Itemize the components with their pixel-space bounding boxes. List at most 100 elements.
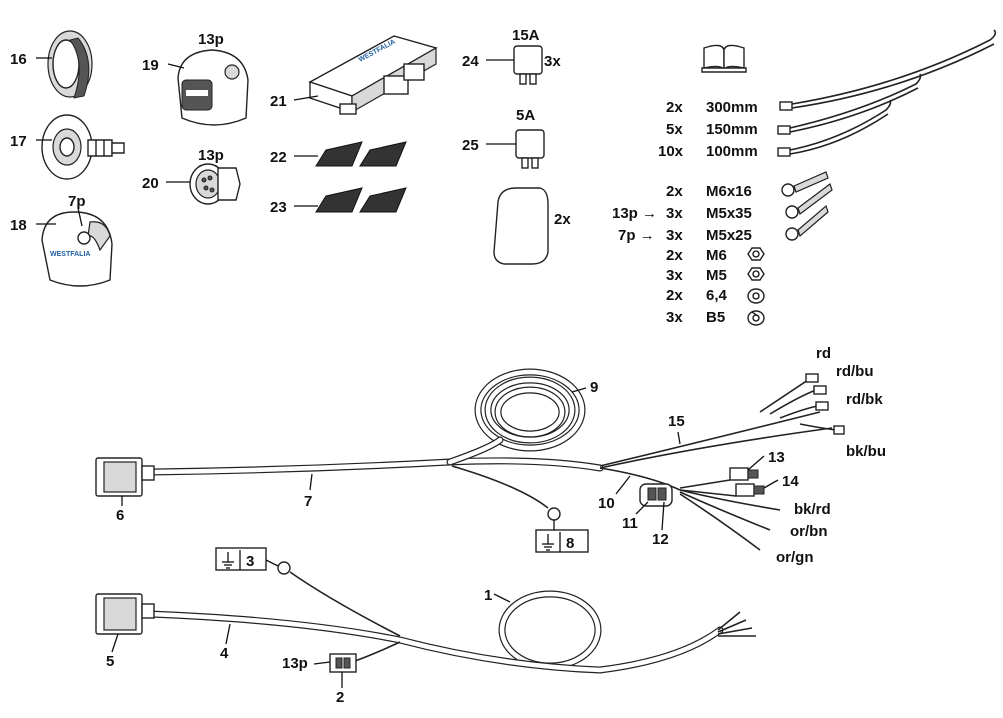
foam-pad-qty: 2x — [554, 211, 571, 228]
label-11: 11 — [622, 515, 638, 532]
socket-13p-19 — [177, 49, 249, 126]
hw-prefix-1: 13p → — [612, 205, 657, 222]
harness-upper — [95, 368, 845, 551]
leader-10 — [615, 475, 631, 495]
label-4: 4 — [220, 645, 229, 662]
control-module-21: WESTFALIA — [308, 35, 438, 115]
hw-qty-5: 2x — [666, 287, 683, 304]
socket-plate-17 — [41, 114, 125, 180]
hw-qty-0: 2x — [666, 183, 683, 200]
harness-lower — [95, 561, 756, 674]
fuse-24-qty: 3x — [544, 53, 561, 70]
label-6: 6 — [116, 507, 124, 524]
adhesive-pads-23 — [315, 187, 407, 213]
nut-m6 — [747, 247, 765, 261]
tie-size-1: 150mm — [706, 121, 758, 138]
leader-2-13p — [313, 661, 331, 665]
label-25: 25 — [462, 137, 479, 154]
hw-item-0: M6x16 — [706, 183, 752, 200]
screw-m5x25 — [785, 204, 829, 241]
cable-ties — [777, 29, 997, 157]
label-18: 18 — [10, 217, 27, 234]
leader-18-7p — [77, 207, 83, 227]
socket-label-13p-19: 13p — [198, 31, 224, 48]
wire-or-gn: or/gn — [776, 549, 814, 566]
tie-qty-0: 2x — [666, 99, 683, 116]
leader-14 — [763, 479, 779, 489]
adhesive-pads-22 — [315, 141, 407, 167]
tie-size-0: 300mm — [706, 99, 758, 116]
screw-m5x35 — [785, 183, 833, 219]
wire-bk-rd: bk/rd — [794, 501, 831, 518]
nut-m5 — [747, 267, 765, 281]
socket-7p-18: WESTFALIA — [41, 211, 113, 287]
leader-15 — [677, 431, 681, 445]
hw-prefix-2: 7p → — [618, 227, 655, 244]
label-23: 23 — [270, 199, 287, 216]
label-19: 19 — [142, 57, 159, 74]
label-8: 8 — [566, 535, 574, 552]
hw-item-4: M5 — [706, 267, 727, 284]
socket-label-7p: 7p — [68, 193, 86, 210]
hw-qty-3: 2x — [666, 247, 683, 264]
grommet-16 — [47, 30, 93, 99]
cable-tie-list: 2x 300mm 5x 150mm 10x 100mm — [658, 99, 758, 160]
wire-bk-bu: bk/bu — [846, 443, 886, 460]
fuse-24-rating: 15A — [512, 27, 540, 44]
label-22: 22 — [270, 149, 287, 166]
tie-size-2: 100mm — [706, 143, 758, 160]
hw-qty-4: 3x — [666, 267, 683, 284]
label-14: 14 — [782, 473, 799, 490]
label-9: 9 — [590, 379, 598, 396]
leader-12 — [661, 501, 665, 531]
label-1: 1 — [484, 587, 492, 604]
ground-symbol-3 — [215, 547, 279, 571]
leader-7 — [309, 473, 313, 491]
leader-11 — [635, 501, 649, 515]
tie-qty-1: 5x — [666, 121, 683, 138]
label-5: 5 — [106, 653, 114, 670]
screw-m6x16 — [781, 171, 829, 197]
leader-13 — [747, 455, 765, 471]
leader-5 — [111, 633, 119, 653]
manual-book-icon — [701, 44, 747, 73]
fuse-25-rating: 5A — [516, 107, 535, 124]
label-3: 3 — [246, 553, 254, 570]
hw-item-1: M5x35 — [706, 205, 752, 222]
label-10: 10 — [598, 495, 615, 512]
hw-item-2: M5x25 — [706, 227, 752, 244]
hw-qty-2: 3x — [666, 227, 683, 244]
label-13: 13 — [768, 449, 785, 466]
leader-21 — [293, 95, 319, 101]
fuse-5a-25 — [515, 129, 545, 169]
hw-item-3: M6 — [706, 247, 727, 264]
hw-qty-6: 3x — [666, 309, 683, 326]
wire-rd-bu: rd/bu — [836, 363, 874, 380]
label-2: 2 — [336, 689, 344, 706]
ground-symbol-8 — [535, 520, 589, 553]
wire-rd: rd — [816, 345, 831, 362]
wire-rd-bk: rd/bk — [846, 391, 883, 408]
spring-washer-b5 — [747, 310, 765, 326]
label-17: 17 — [10, 133, 27, 150]
label-21: 21 — [270, 93, 287, 110]
tie-qty-2: 10x — [658, 143, 684, 160]
hw-item-6: B5 — [706, 309, 725, 326]
plug-13p-20 — [189, 163, 241, 205]
foam-pad — [493, 187, 549, 265]
label-15: 15 — [668, 413, 685, 430]
label-24: 24 — [462, 53, 479, 70]
leader-9 — [571, 387, 587, 393]
washer-6-4 — [747, 288, 765, 304]
hardware-list: 2x M6x16 13p → 3x M5x35 7p → 3x M5x25 2x… — [612, 183, 752, 326]
socket-label-13p-2: 13p — [282, 655, 308, 672]
leader-4 — [225, 623, 231, 645]
socket-label-13p-20: 13p — [198, 147, 224, 164]
hw-qty-1: 3x — [666, 205, 683, 222]
label-7: 7 — [304, 493, 312, 510]
label-12: 12 — [652, 531, 669, 548]
label-20: 20 — [142, 175, 159, 192]
leader-19 — [167, 63, 185, 69]
fuse-15a-24 — [513, 45, 543, 85]
